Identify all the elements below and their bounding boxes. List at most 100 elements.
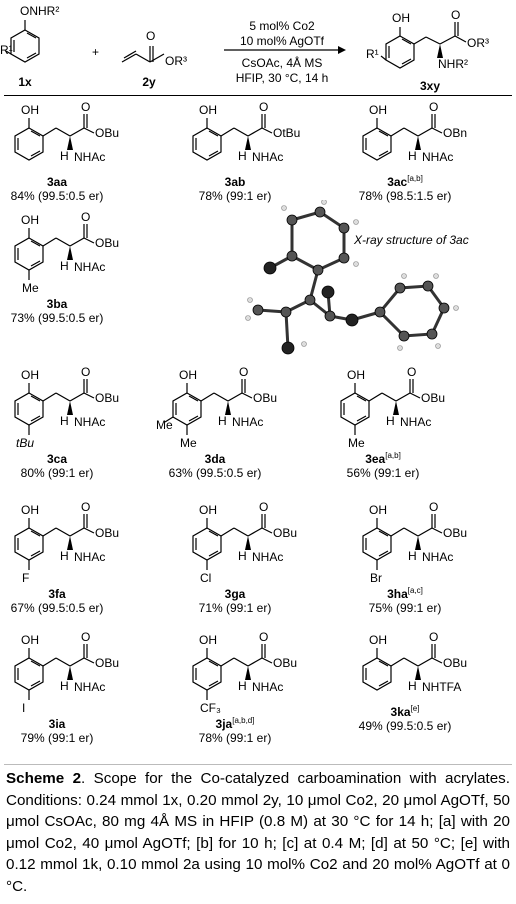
xray-caption: X-ray structure of 3ac: [354, 233, 469, 247]
compound-id: 3ka: [390, 705, 411, 719]
h-label: H: [238, 549, 247, 563]
ester-label: OtBu: [273, 126, 301, 140]
ester-label: OBu: [95, 526, 120, 540]
compound-id: 3ja: [215, 717, 233, 731]
amide-label: NHAc: [74, 260, 106, 274]
reagent1-label: 1x: [18, 75, 32, 89]
hydroxyl-label: OH: [199, 103, 217, 117]
compound-structure: [192, 114, 273, 161]
amide-label: NHAc: [252, 680, 284, 694]
compound-yield: 73% (99.5:0.5 er): [10, 311, 104, 325]
ester-label: OBu: [273, 526, 298, 540]
caption-title-rest: . Scope for the Co-catalyzed carboaminat…: [81, 770, 510, 787]
h-label: H: [60, 414, 69, 428]
ring-substituent: Me: [348, 436, 365, 450]
xray-structure-image: [245, 200, 459, 355]
compound-yield: 71% (99:1 er): [198, 601, 272, 615]
ester-label: OBu: [273, 656, 298, 670]
compound-id: 3ab: [224, 175, 246, 189]
h-label: H: [408, 549, 417, 563]
caption-divider: [4, 764, 512, 765]
compound-structure: [192, 514, 273, 570]
hydroxyl-label: OH: [369, 103, 387, 117]
ester-label: OBn: [443, 126, 468, 140]
compound-structure: [164, 379, 253, 435]
compound-label: 3aa: [2, 176, 112, 189]
compound-yield: 79% (99:1 er): [20, 731, 94, 745]
compound-label: 3ab: [180, 176, 290, 189]
carbonyl-o-label: O: [81, 100, 91, 114]
compound-id: 3ga: [224, 587, 246, 601]
reagent2-label: 2y: [142, 75, 156, 89]
h-label: H: [408, 679, 417, 693]
hydroxyl-label: OH: [21, 103, 39, 117]
ring-substituent: Cl: [200, 571, 212, 585]
compound-label: 3da: [160, 453, 270, 466]
product-label: 3xy: [419, 79, 441, 93]
amide-label: NHAc: [74, 415, 106, 429]
ester-label: OBu: [95, 656, 120, 670]
amide-label: NHAc: [422, 550, 454, 564]
compound-structure: [14, 514, 95, 570]
compound-id: 3fa: [48, 587, 66, 601]
compound-label: 3ia: [2, 718, 112, 731]
carbonyl-o-label: O: [81, 500, 91, 514]
compound-yield: 49% (99.5:0.5 er): [358, 719, 452, 733]
carbonyl-o-label: O: [429, 630, 439, 644]
compound-id: 3ia: [48, 717, 66, 731]
compound-structure: [192, 644, 273, 700]
ester-label: OBu: [95, 391, 120, 405]
ring-substituent: F: [22, 571, 30, 585]
compound-label: 3ka[e]: [350, 705, 460, 719]
ring-substituent: Me: [180, 436, 197, 450]
hydroxyl-label: OH: [21, 368, 39, 382]
product-nhr: NHR²: [438, 57, 468, 71]
hydroxyl-label: OH: [179, 368, 197, 382]
compound-structure: [340, 379, 421, 435]
h-label: H: [238, 679, 247, 693]
h-label: H: [218, 414, 227, 428]
cond-bot-2: HFIP, 30 °C, 14 h: [235, 71, 329, 85]
amide-label: NHAc: [74, 150, 106, 164]
compound-id: 3aa: [46, 175, 68, 189]
carbonyl-o-label: O: [429, 500, 439, 514]
carbonyl-o-label: O: [239, 365, 249, 379]
amide-label: NHAc: [74, 550, 106, 564]
hydroxyl-label: OH: [347, 368, 365, 382]
hydroxyl-label: OH: [199, 503, 217, 517]
compound-footnote: [a,b,d]: [232, 716, 255, 725]
carbonyl-o-label: O: [259, 500, 269, 514]
compound-structure: [362, 514, 443, 570]
reagent2-or: OR³: [165, 54, 187, 68]
compound-label: 3ja[a,b,d]: [180, 716, 290, 731]
compound-yield: 63% (99.5:0.5 er): [168, 466, 262, 480]
header-divider: [4, 95, 512, 97]
amide-label: NHTFA: [422, 680, 462, 694]
h-label: H: [60, 679, 69, 693]
product-o: O: [451, 8, 461, 22]
ring-substituent: Br: [370, 571, 382, 585]
product-r1: R¹: [366, 47, 379, 61]
carbonyl-o-label: O: [259, 630, 269, 644]
compound-id: 3ca: [46, 452, 68, 466]
ester-label: OBu: [95, 236, 120, 250]
ester-label: OBu: [421, 391, 446, 405]
compound-structure: [14, 644, 95, 700]
hydroxyl-label: OH: [21, 213, 39, 227]
h-label: H: [60, 149, 69, 163]
compound-yield: 84% (99.5:0.5 er): [10, 189, 104, 203]
compound-id: 3ac: [387, 175, 408, 189]
compound-id: 3ba: [46, 297, 68, 311]
carbonyl-o-label: O: [81, 630, 91, 644]
compound-yield: 78% (98.5:1.5 er): [358, 189, 452, 203]
compound-label: 3fa: [2, 588, 112, 601]
